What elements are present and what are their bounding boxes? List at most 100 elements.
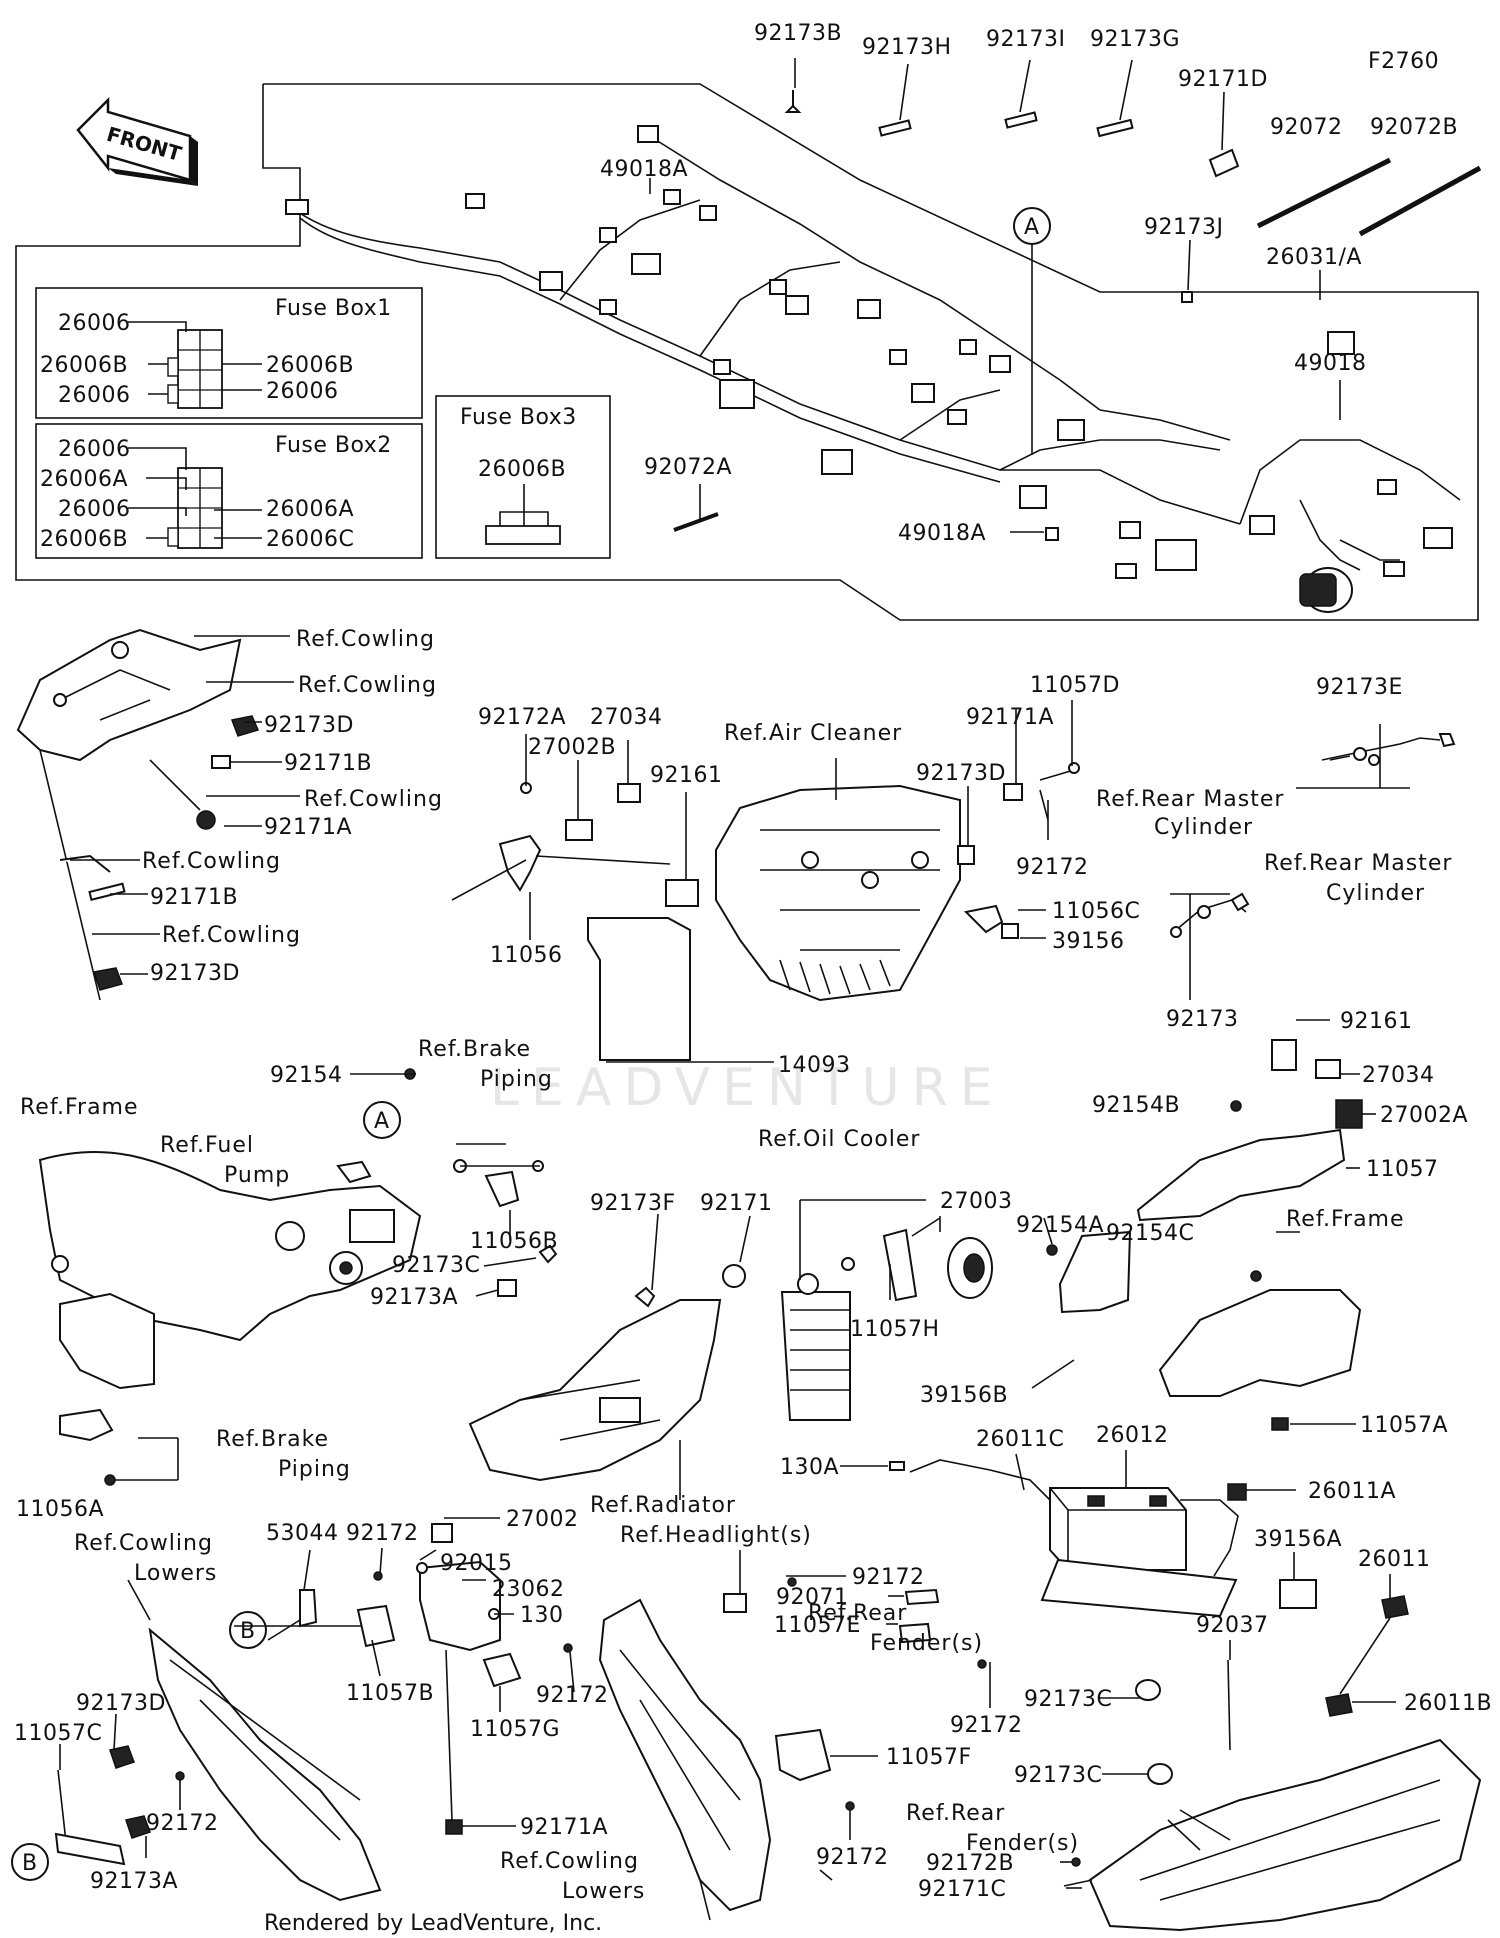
fuse-box-2-leader-b [146, 477, 187, 490]
label-92172-low-mid-b: 92172 [950, 1713, 1023, 1738]
label-11057g: 11057G [470, 1717, 560, 1742]
ref-brake-piping-2a: Ref.Brake [216, 1427, 329, 1452]
ref-rear-fender-1b: Fender(s) [870, 1631, 983, 1656]
label-27002: 27002 [506, 1507, 579, 1532]
bracket-39156b-icon [1058, 1230, 1132, 1314]
label-92154a: 92154A [1016, 1213, 1104, 1238]
frame-section-left [38, 1068, 422, 1342]
fuse-box-3-frame [435, 395, 611, 559]
label-92173e: 92173E [1316, 675, 1403, 700]
label-92171a-mid: 92171A [966, 705, 1054, 730]
fuse-box-2-label-3: 26006 [58, 497, 131, 522]
ref-fuel-pump-b: Pump [224, 1163, 290, 1188]
label-39156a: 39156A [1254, 1527, 1342, 1552]
label-27034-top: 27034 [590, 705, 663, 730]
ref-rear-master-1a: Ref.Rear Master [1096, 787, 1284, 812]
main-wire-harness [285, 125, 1461, 613]
ref-rear-fender-2a: Ref.Rear [906, 1801, 1005, 1826]
ref-frame-left: Ref.Frame [20, 1095, 139, 1120]
label-39156b: 39156B [920, 1383, 1008, 1408]
ref-rear-fender-2b: Fender(s) [966, 1831, 1079, 1856]
label-14093: 14093 [778, 1053, 851, 1078]
band-92173g-icon [1096, 118, 1134, 138]
tie-92072b-icon [1358, 165, 1482, 237]
label-92154b: 92154B [1092, 1093, 1180, 1118]
label-92172-lowleft-a: 92172 [346, 1521, 419, 1546]
ref-headlights: Ref.Headlight(s) [620, 1523, 812, 1548]
horn-27003-icon [911, 1217, 993, 1299]
bracket-11056a-assembly [59, 1292, 155, 1486]
fuse-box-1-title: Fuse Box1 [275, 296, 392, 321]
ref-brake-piping-1a: Ref.Brake [418, 1037, 531, 1062]
label-11056b: 11056B [470, 1229, 558, 1254]
fuse-box-2-label-5: 26006B [40, 527, 128, 552]
clip-92173b-icon [784, 90, 802, 113]
label-49018: 49018 [1294, 351, 1367, 376]
label-11056: 11056 [490, 943, 563, 968]
bolt-92154a-icon [1046, 1244, 1058, 1256]
connector-49018a-icon [1045, 527, 1059, 541]
label-92172-lowleft-c: 92172 [146, 1811, 219, 1836]
label-27002b: 27002B [528, 735, 616, 760]
fuse-box-2-frame [35, 423, 423, 559]
label-92173b: 92173B [754, 21, 842, 46]
ref-fuel-pump-a: Ref.Fuel [160, 1133, 254, 1158]
label-11057: 11057 [1366, 1157, 1439, 1182]
label-92154c: 92154C [1106, 1221, 1194, 1246]
label-92173f: 92173F [590, 1191, 676, 1216]
label-11057h: 11057H [850, 1317, 940, 1342]
grommet-92171-icon [722, 1264, 746, 1288]
fuse-box-1-label-1: 26006 [58, 311, 131, 336]
label-92161-right: 92161 [1340, 1009, 1413, 1034]
oil-cooler-assembly [780, 1228, 918, 1421]
label-26011a: 26011A [1308, 1479, 1396, 1504]
ref-cowling-lowers-2a: Ref.Cowling [500, 1849, 639, 1874]
bracket-11056-assembly [498, 782, 699, 907]
label-92172-mid: 92172 [1016, 855, 1089, 880]
label-130: 130 [520, 1603, 564, 1628]
label-92173d-mid: 92173D [916, 761, 1006, 786]
leader-lines [59, 58, 1410, 1921]
fuse-box-1-leaders [128, 321, 187, 332]
label-92071: 92071 [776, 1585, 849, 1610]
harness-panel-outline [15, 83, 1479, 621]
label-92173d-lower: 92173D [150, 961, 240, 986]
cowling-bracket-assembly [16, 628, 260, 1001]
fuse-box-1-label-2: 26006B [40, 353, 128, 378]
relay-bracket-11057-assembly [1136, 1039, 1363, 1222]
fuse-box-1-label-4: 26006 [58, 383, 131, 408]
label-23062: 23062 [492, 1577, 565, 1602]
label-11057e: 11057E [774, 1613, 861, 1638]
label-92173h: 92173H [862, 35, 952, 60]
clip-92173j-icon [1181, 291, 1193, 303]
label-92171b-upper: 92171B [284, 751, 372, 776]
label-92173c-mid: 92173C [392, 1253, 480, 1278]
label-92072b: 92072B [1370, 115, 1458, 140]
ref-rear-fender-1a: Ref.Rear [808, 1601, 907, 1626]
ref-rear-master-2a: Ref.Rear Master [1264, 851, 1452, 876]
fuse-box-1-label-3: 26006B [266, 353, 354, 378]
label-92154: 92154 [270, 1063, 343, 1088]
connector-26011-icon [1381, 1595, 1409, 1619]
ref-cowling-lowers-2b: Lowers [562, 1879, 645, 1904]
plate-14093-icon [587, 917, 691, 1061]
label-92173c-low-b: 92173C [1014, 1763, 1102, 1788]
label-92171b-lower: 92171B [150, 885, 238, 910]
fuse-box-3-icon [485, 484, 561, 545]
bracket-11056c-icon [963, 904, 1019, 939]
cowling-lower-left [148, 1627, 382, 1902]
label-11056c: 11056C [1052, 899, 1140, 924]
tie-92072a-icon [673, 512, 719, 532]
connector-26011b-icon [1325, 1693, 1353, 1717]
label-49018a-top: 49018A [600, 157, 688, 182]
fuse-box-2-label-4: 26006A [266, 497, 354, 522]
label-27034-right: 27034 [1362, 1063, 1435, 1088]
label-92015: 92015 [440, 1551, 513, 1576]
label-39156: 39156 [1052, 929, 1125, 954]
bolt-130a-icon [889, 1461, 905, 1471]
label-92171d: 92171D [1178, 67, 1268, 92]
ref-cowling-3: Ref.Cowling [304, 787, 443, 812]
fuel-pump-bracket-icon [336, 1160, 372, 1184]
label-11057b: 11057B [346, 1681, 434, 1706]
